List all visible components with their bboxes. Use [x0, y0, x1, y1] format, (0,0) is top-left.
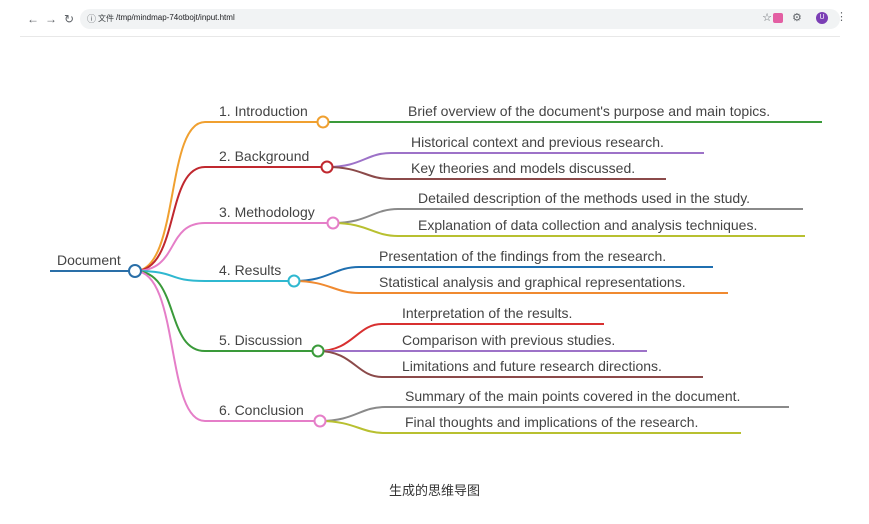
leaf-label-2-1: Historical context and previous research…	[411, 134, 664, 150]
puzzle-icon[interactable]: ⚙	[792, 12, 802, 24]
leaf-connector-2-2	[326, 166, 666, 180]
leaf-label-2-2: Key theories and models discussed.	[411, 160, 635, 176]
branch-connector-4	[134, 270, 206, 282]
profile-avatar[interactable]: U	[816, 12, 828, 24]
reload-icon[interactable]: ↻	[63, 12, 75, 26]
branch-label-5: 5. Discussion	[219, 332, 302, 348]
root-node	[128, 264, 142, 278]
branch-node-2	[320, 160, 334, 174]
branch-connector-6	[134, 270, 206, 422]
toolbar-divider	[20, 36, 840, 37]
file-label: 文件	[98, 14, 114, 23]
mindmap: Document 1. Introduction Brief overview of…	[50, 103, 822, 434]
leaf-connector-5-3	[317, 350, 703, 378]
branch-node-3	[326, 216, 340, 230]
leaf-label-6-2: Final thoughts and implications of the r…	[405, 414, 698, 430]
branch-label-6: 6. Conclusion	[219, 402, 304, 418]
address-bar[interactable]: ⓘ 文件 /tmp/mindmap-74otbojt/input.html ☆	[80, 9, 840, 29]
branch-node-5	[311, 344, 325, 358]
leaf-label-5-1: Interpretation of the results.	[402, 305, 572, 321]
branch-node-4	[287, 274, 301, 288]
leaf-label-3-2: Explanation of data collection and analy…	[418, 217, 757, 233]
leaf-connector-6-2	[319, 420, 741, 434]
forward-icon[interactable]: →	[45, 12, 57, 26]
leaf-label-4-2: Statistical analysis and graphical repre…	[379, 274, 686, 290]
url-text[interactable]: /tmp/mindmap-74otbojt/input.html	[116, 13, 235, 22]
leaf-connector-3-2	[332, 222, 805, 237]
extension-icon[interactable]	[773, 13, 783, 23]
leaf-label-1-1: Brief overview of the document's purpose…	[408, 103, 770, 119]
leaf-connector-5-1	[317, 323, 604, 352]
leaf-label-3-1: Detailed description of the methods used…	[418, 190, 750, 206]
branch-label-1: 1. Introduction	[219, 103, 308, 119]
root-label: Document	[57, 252, 121, 268]
browser-toolbar: ← → ↻ ⓘ 文件 /tmp/mindmap-74otbojt/input.h…	[0, 0, 869, 36]
leaf-connector-4-2	[293, 280, 728, 294]
bookmark-star-icon[interactable]: ☆	[762, 12, 772, 24]
info-icon[interactable]: ⓘ	[87, 14, 97, 24]
leaf-label-4-1: Presentation of the findings from the re…	[379, 248, 666, 264]
branch-label-3: 3. Methodology	[219, 204, 315, 220]
branch-connector-5	[134, 270, 206, 352]
leaf-label-5-3: Limitations and future research directio…	[402, 358, 662, 374]
branch-connector-1	[134, 121, 206, 272]
leaf-label-6-1: Summary of the main points covered in th…	[405, 388, 740, 404]
branch-node-6	[313, 414, 327, 428]
branch-connector-2	[134, 166, 206, 272]
branch-connector-3	[134, 222, 206, 272]
caption: 生成的思维导图	[388, 484, 480, 499]
branch-node-1	[316, 115, 330, 129]
back-icon[interactable]: ←	[27, 12, 39, 26]
leaf-label-5-2: Comparison with previous studies.	[402, 332, 615, 348]
branch-label-2: 2. Background	[219, 148, 309, 164]
branch-label-4: 4. Results	[219, 262, 281, 278]
kebab-menu-icon[interactable]: ⋮	[836, 11, 847, 23]
